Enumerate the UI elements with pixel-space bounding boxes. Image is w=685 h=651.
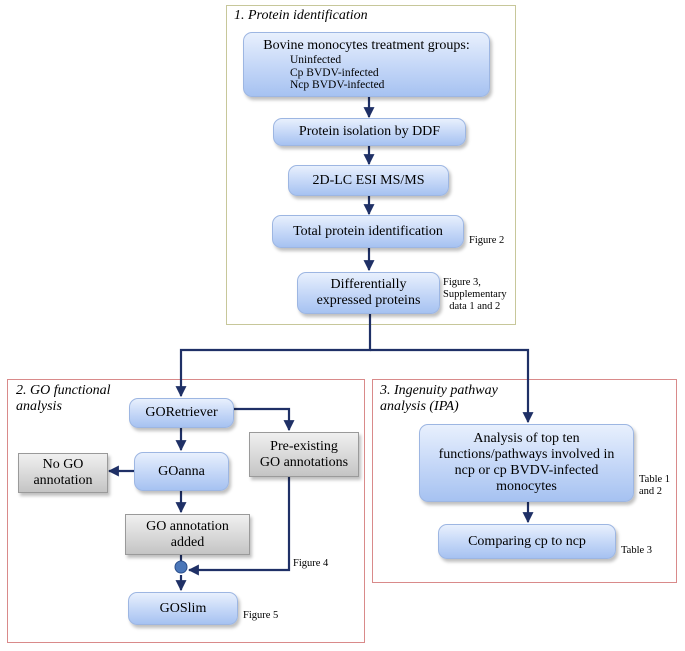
table-3-ref: Table 3 — [621, 545, 653, 556]
no-go-annotation-line2: annotation — [33, 473, 93, 488]
diff-expressed-line1: Differentially — [330, 277, 407, 292]
figure-3-ref-line3: data 1 and 2 — [449, 301, 501, 312]
ipa-panel — [372, 379, 677, 583]
table-1-2-ref-line2: and 2 — [639, 486, 663, 497]
arrow-preexisting-to-dot — [187, 477, 291, 576]
panel-3-title-line1: 3. Ingenuity pathway — [380, 383, 498, 398]
connector-diff-branch — [175, 314, 372, 398]
compare-cp-ncp-label: Comparing cp to ncp — [468, 533, 586, 549]
junction-dot — [174, 560, 188, 574]
preexisting-go-box: Pre-existing GO annotations — [249, 432, 359, 477]
no-go-annotation-line1: No GO — [42, 457, 84, 472]
top-ten-line1: Analysis of top ten — [473, 431, 580, 446]
figure-2-ref: Figure 2 — [469, 235, 505, 246]
figure-5-ref: Figure 5 — [243, 610, 279, 621]
figure-3-ref-line1: Figure 3, — [443, 277, 481, 288]
preexisting-go-line2: GO annotations — [259, 454, 349, 470]
diff-expressed-line2: expressed proteins — [316, 293, 421, 308]
goslim-label: GOSlim — [159, 600, 207, 616]
connector-diff-to-ipa — [370, 348, 534, 424]
top-ten-line2: functions/pathways involved in — [438, 447, 615, 462]
goanna-label: GOanna — [158, 463, 205, 479]
figure-3-ref: Figure 3, Supplementary data 1 and 2 — [443, 277, 507, 313]
top-ten-analysis-box: Analysis of top ten functions/pathways i… — [419, 424, 634, 502]
go-annotation-added-box: GO annotation added — [125, 514, 250, 555]
panel-3-title: 3. Ingenuity pathway analysis (IPA) — [380, 383, 498, 415]
goretriever-label: GORetriever — [145, 405, 218, 420]
preexisting-go-line1: Pre-existing — [270, 438, 338, 454]
table-1-2-ref-line1: Table 1 — [639, 474, 671, 485]
panel-2-title-line2: analysis — [16, 399, 62, 414]
goslim-box: GOSlim — [128, 592, 238, 625]
goanna-box: GOanna — [134, 452, 229, 491]
go-annotation-added-line1: GO annotation — [146, 518, 229, 534]
treatment-group-ncp: Ncp BVDV-infected — [290, 79, 385, 91]
treatment-groups-heading: Bovine monocytes treatment groups: — [263, 38, 470, 53]
goretriever-box: GORetriever — [129, 398, 234, 428]
msms-box: 2D-LC ESI MS/MS — [288, 165, 449, 196]
top-ten-line4: monocytes — [496, 479, 557, 494]
go-functional-analysis-panel — [7, 379, 365, 643]
compare-cp-ncp-box: Comparing cp to ncp — [438, 524, 616, 559]
diff-expressed-box: Differentially expressed proteins — [297, 272, 440, 314]
protein-isolation-box: Protein isolation by DDF — [273, 118, 466, 146]
no-go-annotation-box: No GO annotation — [18, 453, 108, 493]
protein-isolation-label: Protein isolation by DDF — [298, 124, 441, 139]
total-protein-box: Total protein identification — [272, 215, 464, 248]
panel-2-title: 2. GO functional analysis — [16, 383, 111, 415]
top-ten-line3: ncp or cp BVDV-infected — [454, 463, 599, 478]
panel-1-title: 1. Protein identification — [234, 8, 368, 23]
table-1-2-ref: Table 1 and 2 — [639, 474, 670, 498]
panel-3-title-line2: analysis (IPA) — [380, 399, 459, 414]
msms-label: 2D-LC ESI MS/MS — [312, 172, 425, 188]
treatment-groups-box: Bovine monocytes treatment groups: Uninf… — [243, 32, 490, 97]
go-annotation-added-line2: added — [170, 534, 205, 550]
panel-2-title-line1: 2. GO functional — [16, 383, 111, 398]
treatment-group-cp: Cp BVDV-infected — [290, 66, 379, 79]
total-protein-label: Total protein identification — [293, 223, 443, 239]
treatment-group-uninfected: Uninfected — [290, 54, 342, 66]
arrow-goretriever-to-preexisting — [234, 407, 295, 432]
figure-3-ref-line2: Supplementary — [443, 289, 507, 300]
figure-4-ref: Figure 4 — [293, 558, 329, 569]
